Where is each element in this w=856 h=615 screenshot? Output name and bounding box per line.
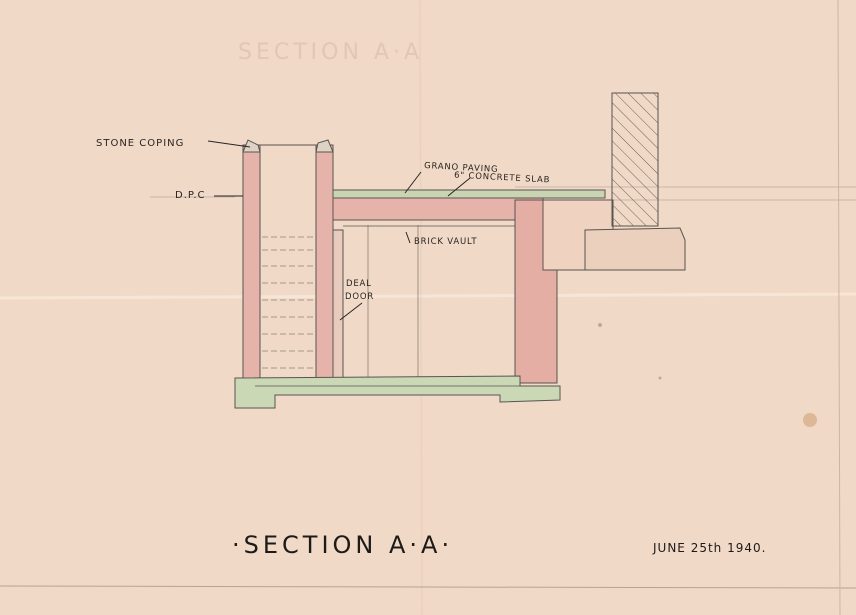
label-stone-coping: STONE COPING [96, 138, 185, 149]
label-deal: DEAL [346, 279, 372, 289]
fold-line [0, 292, 856, 300]
drawing-date: JUNE 25th 1940. [653, 541, 767, 555]
label-door: DOOR [345, 292, 375, 302]
stone-coping-cap [315, 139, 334, 153]
leader-lines [207, 140, 471, 321]
stain [598, 323, 602, 327]
border-line [0, 585, 856, 589]
drawing-title: ·SECTION A·A· [232, 531, 454, 559]
label-dpc: D.P.C [175, 190, 206, 201]
label-brick-vault: BRICK VAULT [414, 237, 478, 247]
border-line [837, 0, 841, 615]
stone-coping-cap [242, 139, 261, 153]
footing-block [584, 227, 686, 271]
fold-line [419, 0, 423, 615]
existing-wall-hatched [611, 92, 659, 227]
stain [658, 376, 662, 380]
concrete-slab [332, 197, 544, 221]
inner-wall [315, 144, 334, 386]
floor-slab [234, 375, 561, 409]
grano-paving [332, 189, 606, 199]
faint-title: SECTION A·A [238, 40, 424, 65]
left-wall [242, 144, 261, 386]
stain [803, 413, 817, 427]
deal-door [332, 229, 344, 379]
